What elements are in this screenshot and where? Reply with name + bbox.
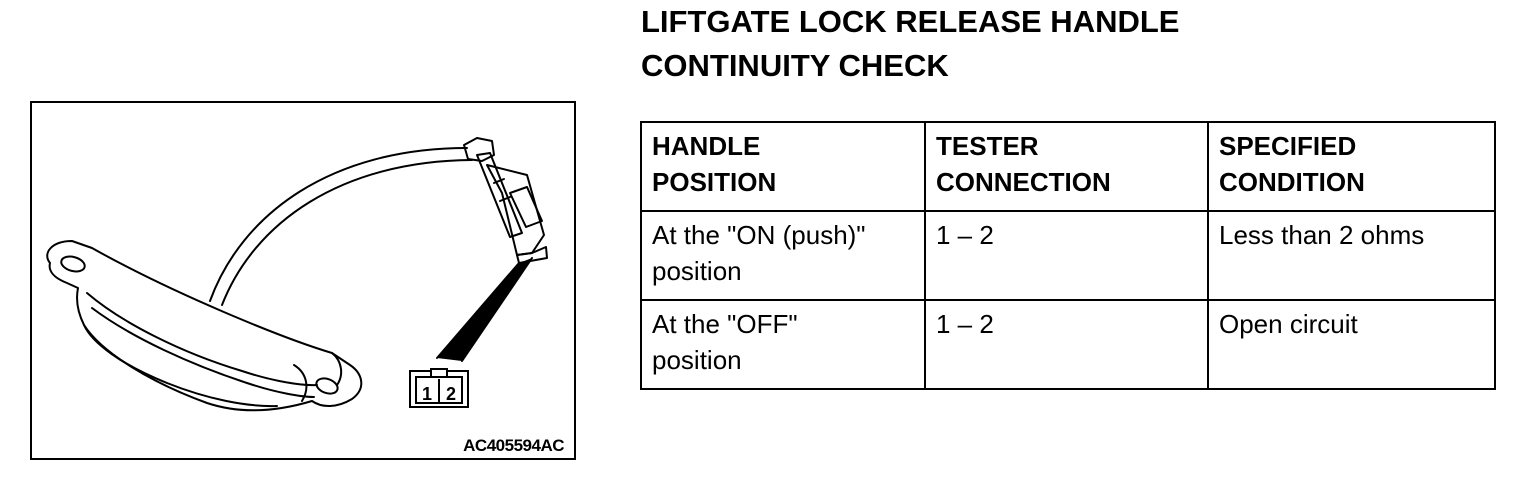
cell-tester-connection: 1 – 2 <box>924 210 1209 301</box>
handle-illustration: 1 2 AC405594AC <box>30 101 576 460</box>
harness-wire-outer <box>209 147 468 302</box>
cell-handle-position: At the "ON (push)" position <box>640 210 926 301</box>
table-row: At the "OFF" position 1 – 2 Open circuit <box>640 299 1496 390</box>
connector-housing <box>463 137 548 264</box>
lock-release-handle-drawing: 1 2 <box>46 137 548 412</box>
page-title: LIFTGATE LOCK RELEASE HANDLE CONTINUITY … <box>641 0 1501 88</box>
cell-specified-condition: Less than 2 ohms <box>1207 210 1496 301</box>
cell-tester-connection: 1 – 2 <box>924 299 1209 390</box>
table-row: At the "ON (push)" position 1 – 2 Less t… <box>640 210 1496 301</box>
cell-specified-condition: Open circuit <box>1207 299 1496 390</box>
cell-handle-position: At the "OFF" position <box>640 299 926 390</box>
title-line-1: LIFTGATE LOCK RELEASE HANDLE <box>641 4 1180 39</box>
handle-body <box>46 240 363 412</box>
header-specified-condition: SPECIFIED CONDITION <box>1207 121 1496 212</box>
header-tester-connection: TESTER CONNECTION <box>924 121 1209 212</box>
continuity-check-table: HANDLE POSITION TESTER CONNECTION SPECIF… <box>640 121 1496 390</box>
pin-1-label: 1 <box>422 384 432 404</box>
title-line-2: CONTINUITY CHECK <box>641 48 949 83</box>
connector-face-diagram: 1 2 <box>409 368 469 408</box>
figure-code: AC405594AC <box>463 436 564 455</box>
table-header-row: HANDLE POSITION TESTER CONNECTION SPECIF… <box>640 121 1496 212</box>
harness-wire-inner <box>221 159 473 306</box>
pin-2-label: 2 <box>446 384 456 404</box>
header-handle-position: HANDLE POSITION <box>640 121 926 212</box>
